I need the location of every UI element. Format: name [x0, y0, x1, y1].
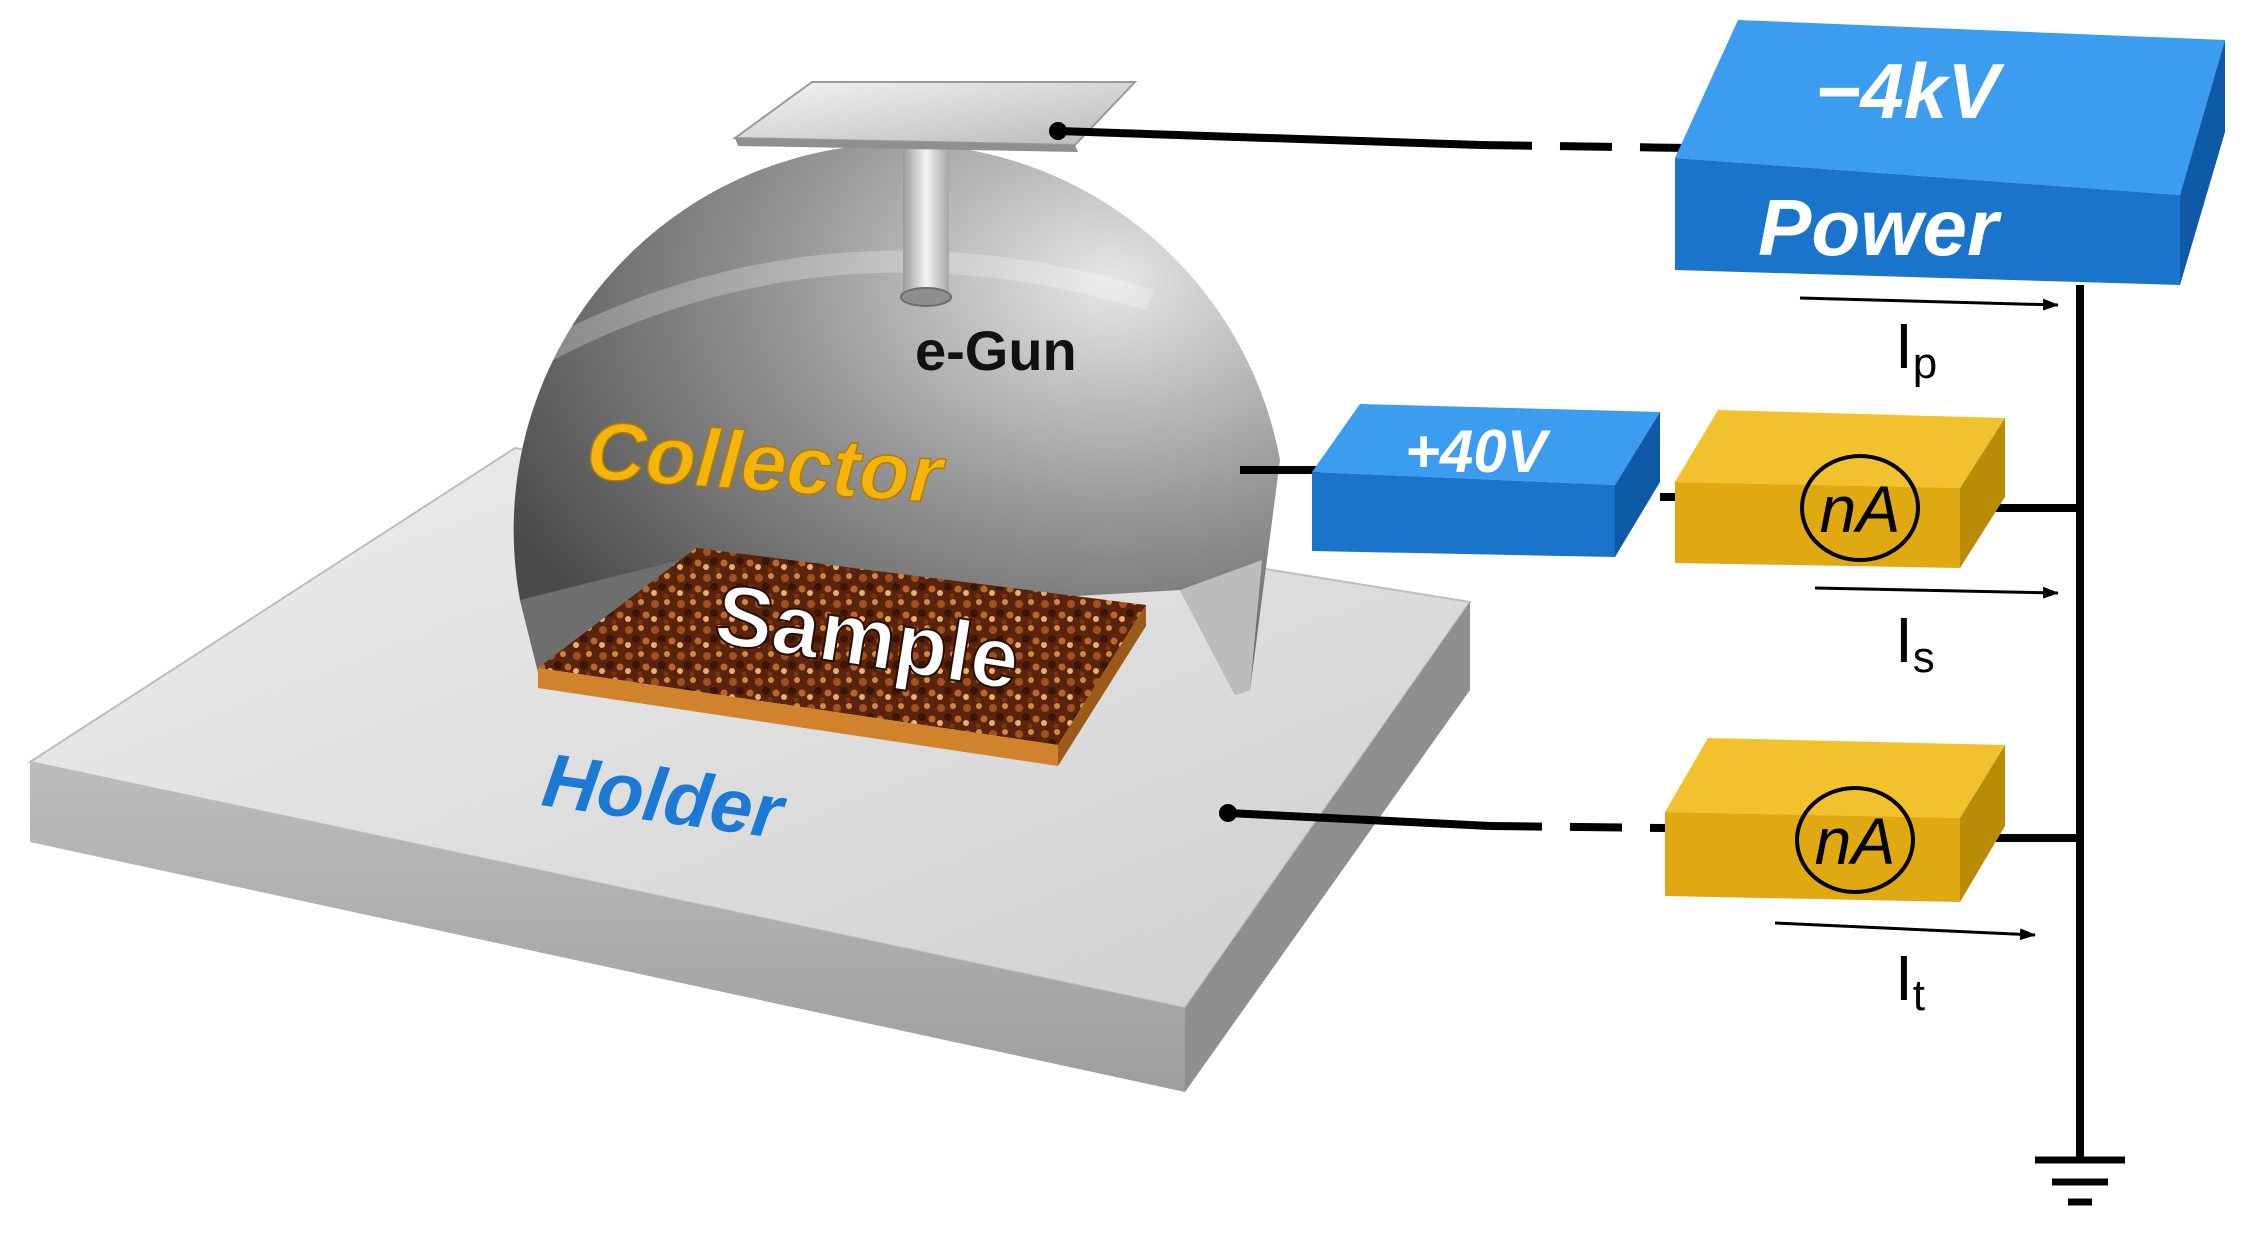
current-ip-sub: p [1913, 339, 1937, 388]
current-arrows [1774, 296, 2059, 941]
wire-holder-to-meter-t [1227, 809, 1491, 830]
current-ip-label: Ip [1895, 310, 1937, 388]
current-it-label: It [1895, 942, 1925, 1020]
power-label: Power [1758, 183, 2002, 272]
ammeter-sample-unit: nA [1820, 472, 1901, 546]
sample-plate [538, 548, 1146, 766]
holder-contact-dot [1219, 804, 1237, 822]
arrow-ip [1799, 296, 2059, 311]
ammeter-total-unit: nA [1815, 804, 1896, 878]
wiring [1057, 127, 2125, 1206]
egun-label: e-Gun [915, 319, 1077, 382]
current-ip-main: I [1895, 310, 1913, 382]
power-supply-box [1675, 20, 2225, 285]
wire-egun-to-power-dashed [1479, 141, 1691, 152]
ammeter-sample-box [1675, 410, 2005, 568]
current-is-label: Is [1895, 604, 1935, 682]
ammeter-total-dial [1795, 786, 1915, 894]
bias-box [1312, 404, 1660, 557]
wire-egun-to-power [1057, 127, 1481, 149]
current-is-sub: s [1913, 633, 1935, 682]
ammeter-total-box [1665, 738, 2005, 902]
current-it-main: I [1895, 942, 1913, 1014]
wire-holder-to-meter-t-dashed [1489, 822, 1666, 832]
ground-symbol [2035, 1156, 2125, 1206]
arrow-it [1774, 921, 2036, 941]
power-voltage-label: −4kV [1815, 47, 2005, 135]
egun-assembly [732, 81, 1138, 307]
current-it-sub: t [1913, 971, 1925, 1020]
current-is-main: I [1895, 604, 1913, 676]
bias-voltage-label: +40V [1405, 418, 1552, 485]
arrow-is [1814, 586, 2059, 599]
ammeter-sample-dial [1800, 454, 1920, 562]
